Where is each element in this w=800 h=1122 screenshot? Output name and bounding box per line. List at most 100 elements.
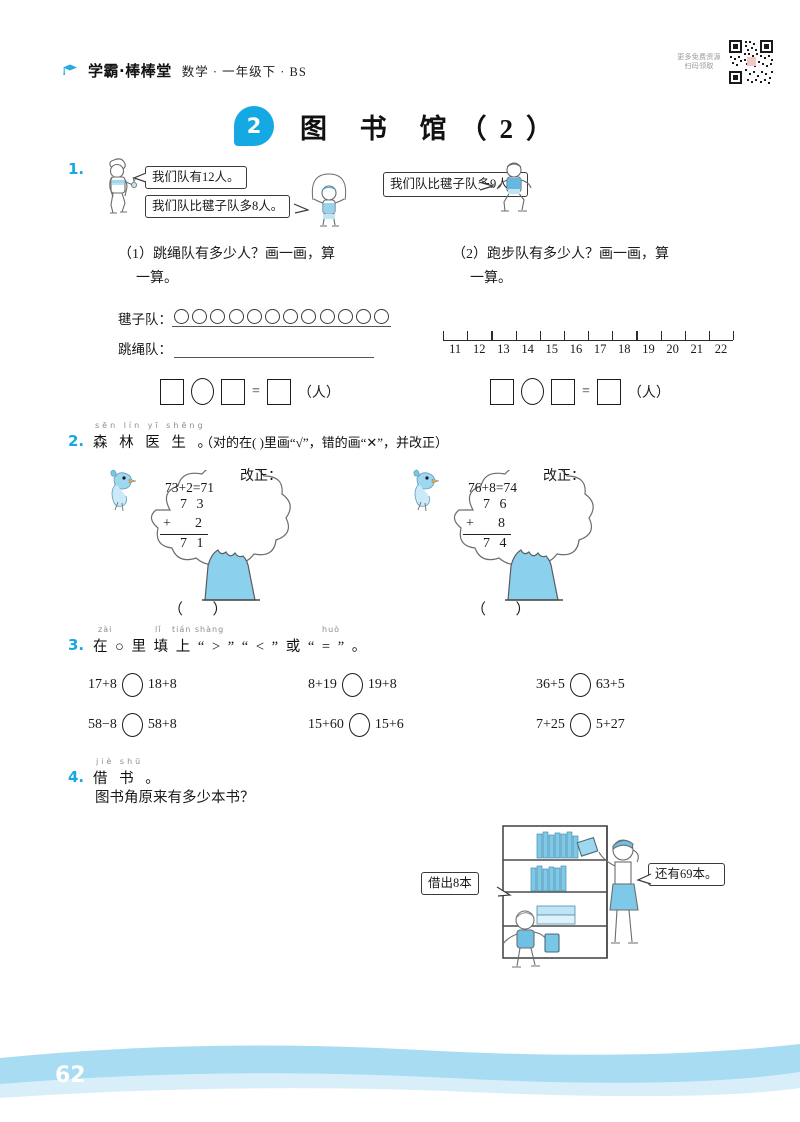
tree-icon-2 bbox=[433, 470, 633, 620]
tiaosheng-answer-blank[interactable] bbox=[174, 343, 374, 358]
compare-item-r2c3[interactable]: 7+25 5+27 bbox=[536, 713, 625, 737]
compare-circle-r1c3[interactable] bbox=[569, 673, 591, 697]
page-title: 图 书 馆（2） bbox=[300, 113, 566, 144]
number-line-tick-label: 13 bbox=[497, 342, 510, 356]
jianzi-circle bbox=[246, 309, 262, 324]
answer-equation-1a[interactable]: = （人） bbox=[160, 378, 340, 405]
number-line-tick bbox=[684, 331, 686, 340]
number-line-tick bbox=[515, 331, 517, 340]
operator-circle-b[interactable] bbox=[521, 378, 544, 405]
number-line-tick bbox=[491, 331, 493, 340]
number-line-tick-label: 21 bbox=[690, 342, 704, 356]
question-1b-line1: （2）跑步队有多少人？画一画，算 bbox=[452, 247, 669, 262]
tiaosheng-team-label: 跳绳队： bbox=[118, 342, 172, 357]
compare-circle-r1c2[interactable] bbox=[341, 673, 363, 697]
jianzi-circle bbox=[210, 309, 226, 324]
compare-circle-r2c3[interactable] bbox=[569, 713, 591, 737]
number-line-tick bbox=[588, 331, 590, 340]
compare-item-r1c2[interactable]: 8+19 19+8 bbox=[308, 673, 397, 697]
calc-1-top: 7 3 bbox=[180, 497, 207, 512]
answer-box-a2[interactable] bbox=[221, 378, 245, 405]
number-line-tick-label: 19 bbox=[642, 342, 655, 356]
calc-1-paren-left: （ bbox=[168, 602, 184, 618]
answer-box-a3[interactable] bbox=[266, 378, 291, 405]
jianzi-circles-strip[interactable] bbox=[172, 309, 392, 327]
child-running-icon bbox=[492, 158, 536, 218]
number-line-tick bbox=[467, 331, 469, 340]
question-3-number: 3. bbox=[68, 636, 85, 654]
bubble-2-tail-icon bbox=[293, 203, 309, 215]
question-1a-line2: 一算。 bbox=[136, 270, 178, 286]
answer-box-b1[interactable] bbox=[490, 378, 514, 405]
jianzi-circle bbox=[374, 309, 390, 324]
question-4-title: 借 书 。 bbox=[93, 771, 164, 787]
compare-item-r1c3[interactable]: 36+5 63+5 bbox=[536, 673, 625, 697]
number-line-tick bbox=[660, 331, 662, 340]
qr-code-icon[interactable] bbox=[727, 38, 775, 86]
operator-circle-a[interactable] bbox=[191, 378, 214, 405]
lesson-title-row: 2 图 书 馆（2） bbox=[0, 106, 800, 146]
compare-circle-r2c1[interactable] bbox=[121, 713, 143, 737]
compare-item-r2c2[interactable]: 15+60 15+6 bbox=[308, 713, 404, 737]
compare-left-r1c3: 36+5 bbox=[536, 677, 565, 692]
compare-left-r1c1: 17+8 bbox=[88, 677, 117, 692]
number-line-tick bbox=[636, 331, 638, 340]
calc-1-correction-label: 改正： bbox=[240, 469, 282, 484]
jianzi-circle bbox=[301, 309, 317, 324]
calc-1-answer-paren[interactable]: （ ） bbox=[168, 598, 228, 619]
compare-circle-r1c1[interactable] bbox=[121, 673, 143, 697]
child-jumprope-icon bbox=[305, 170, 353, 232]
number-line-tick-label: 15 bbox=[545, 342, 559, 356]
calc-2-correction-label: 改正： bbox=[543, 469, 585, 484]
pinyin-huo: huò bbox=[322, 625, 341, 634]
jianzi-circle bbox=[192, 309, 208, 324]
calc-1-rule bbox=[160, 534, 208, 535]
lesson-number-badge: 2 bbox=[234, 106, 274, 146]
compare-right-r1c3: 63+5 bbox=[595, 677, 625, 692]
question-1b: （2）跑步队有多少人？画一画，算 一算。 bbox=[452, 243, 762, 291]
number-line-tick-label: 12 bbox=[473, 342, 486, 356]
calc-2-bottom: 8 bbox=[498, 516, 505, 531]
compare-left-r1c2: 8+19 bbox=[308, 677, 337, 692]
page-footer: 62 bbox=[0, 1032, 800, 1122]
jianzi-circle bbox=[355, 309, 371, 324]
calc-2-answer-paren[interactable]: （ ） bbox=[471, 598, 531, 619]
compare-right-r2c3: 5+27 bbox=[595, 717, 625, 732]
compare-right-r2c2: 15+6 bbox=[374, 717, 404, 732]
number-line-axis bbox=[443, 327, 735, 341]
number-line-tick bbox=[563, 331, 566, 340]
question-2-pinyin: sēn lín yī shēng bbox=[95, 421, 206, 430]
qr-caption-line2: 扫码领取 bbox=[684, 62, 714, 70]
bubble-borrow-tail-icon bbox=[496, 886, 512, 900]
pinyin-zai: zài bbox=[98, 625, 113, 634]
qr-promo[interactable]: 更多免费资源 扫码领取 bbox=[677, 38, 775, 86]
compare-circle-r2c2[interactable] bbox=[348, 713, 370, 737]
speech-bubble-borrow: 借出8本 bbox=[421, 872, 479, 895]
compare-item-r1c1[interactable]: 17+8 18+8 bbox=[88, 673, 177, 697]
jianzi-circle bbox=[174, 309, 189, 324]
compare-item-r2c1[interactable]: 58−8 58+8 bbox=[88, 713, 177, 737]
qr-caption: 更多免费资源 扫码领取 bbox=[677, 53, 721, 72]
pinyin-tianshang: tián shàng bbox=[172, 625, 225, 634]
question-1a-line1: （1）跳绳队有多少人？画一画，算 bbox=[118, 247, 335, 262]
calc-2-paren-right: ） bbox=[515, 602, 531, 618]
answer-box-b3[interactable] bbox=[596, 378, 621, 405]
bird-icon-2 bbox=[411, 468, 445, 514]
speech-bubble-remaining: 还有69本。 bbox=[648, 863, 725, 886]
jianzi-team-label: 毽子队： bbox=[118, 312, 172, 327]
unit-label-b: （人） bbox=[627, 385, 670, 401]
subject-line: 数学 · 一年级下 · BS bbox=[181, 65, 307, 79]
calc-2-plus: + bbox=[466, 516, 474, 531]
answer-equation-1b[interactable]: = （人） bbox=[490, 378, 670, 405]
answer-box-a1[interactable] bbox=[160, 378, 184, 405]
bookshelf-scene-icon bbox=[495, 822, 655, 972]
bird-icon-1 bbox=[108, 468, 142, 514]
number-line-tick-label: 18 bbox=[618, 342, 631, 356]
brand-name: 学霸·棒棒堂 bbox=[88, 62, 172, 80]
answer-box-b2[interactable] bbox=[551, 378, 575, 405]
speech-bubble-1: 我们队有12人。 bbox=[145, 166, 247, 189]
page-header: 学霸·棒棒堂 数学 · 一年级下 · BS bbox=[62, 60, 307, 81]
compare-right-r2c1: 58+8 bbox=[147, 717, 177, 732]
